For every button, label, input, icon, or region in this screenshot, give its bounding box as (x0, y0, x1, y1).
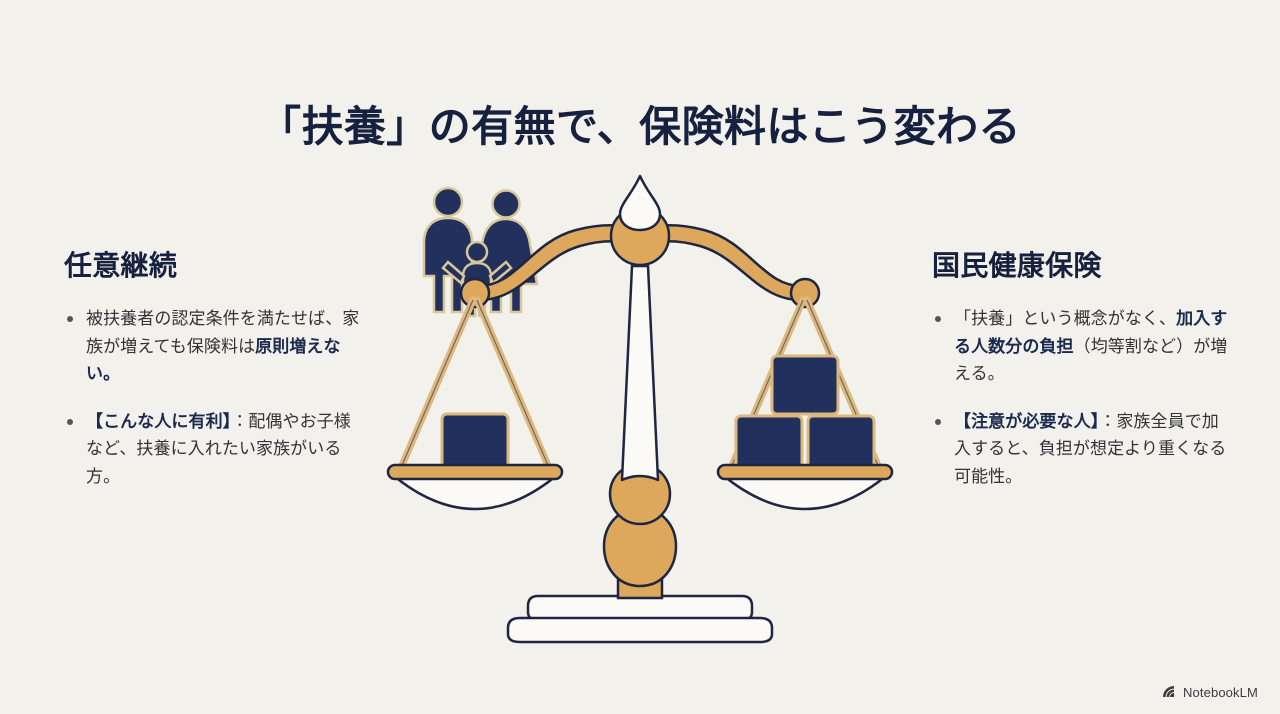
column-left-heading: 任意継続 (64, 250, 178, 281)
scale-graphic (386, 174, 894, 644)
column-right-bullet-list: 「扶養」という概念がなく、加入する人数分の負担（均等割など）が増える。 【注意が… (932, 305, 1232, 490)
list-item: 被扶養者の認定条件を満たせば、家族が増えても保険料は原則増えない。 (64, 305, 364, 388)
list-item: 「扶養」という概念がなく、加入する人数分の負担（均等割など）が増える。 (932, 305, 1232, 388)
scale-base (506, 594, 774, 644)
balance-scale-illustration (380, 170, 900, 650)
notebooklm-brand-label: NotebookLM (1182, 684, 1258, 700)
scale-spire (620, 264, 660, 482)
list-item: 【こんな人に有利】：配偶やお子様など、扶養に入れたい家族がいる方。 (64, 408, 364, 491)
right-pan-block (770, 354, 840, 416)
column-right: 国民健康保険 「扶養」という概念がなく、加入する人数分の負担（均等割など）が増え… (932, 248, 1232, 490)
scale-pedestal (602, 462, 678, 600)
column-left-bullet-list: 被扶養者の認定条件を満たせば、家族が増えても保険料は原則増えない。 【こんな人に… (64, 305, 364, 490)
column-left: 任意継続 被扶養者の認定条件を満たせば、家族が増えても保険料は原則増えない。 【… (64, 248, 364, 490)
right-scale-pan (716, 296, 894, 511)
list-item: 【注意が必要な人】：家族全員で加入すると、負担が想定より重くなる可能性。 (932, 408, 1232, 491)
right-pan-block (734, 414, 804, 474)
column-right-heading: 国民健康保険 (932, 250, 1102, 281)
left-pan-block (440, 412, 510, 474)
page-title: 「扶養」の有無で、保険料はこう変わる (259, 103, 1021, 151)
left-scale-pan (386, 296, 564, 511)
right-pan-block (806, 414, 876, 474)
notebooklm-footer: NotebookLM (1161, 684, 1258, 700)
notebooklm-logo-icon (1162, 686, 1174, 697)
scale-finial (618, 174, 662, 232)
